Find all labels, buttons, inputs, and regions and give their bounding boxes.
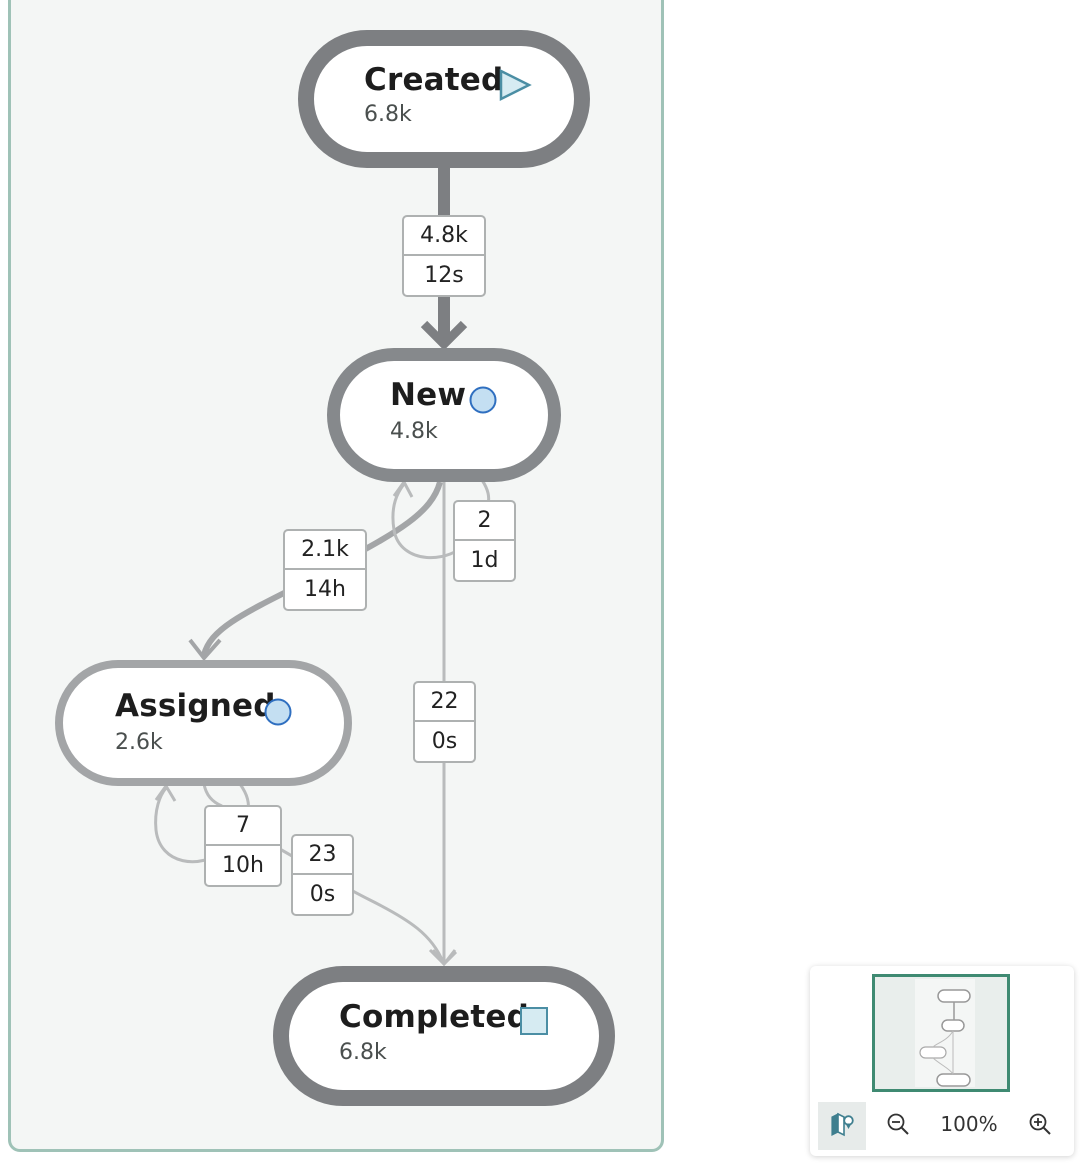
edge-assigned-self-loop-2 (202, 783, 223, 808)
minimap-viewport[interactable] (872, 974, 1010, 1092)
node-title: Completed (339, 999, 530, 1035)
node-count: 2.6k (115, 730, 163, 755)
edge-duration: 12s (424, 263, 464, 288)
node-title: Created (364, 62, 504, 98)
edge-label-assigned-completed[interactable]: 23 0s (291, 834, 354, 916)
edge-count: 22 (415, 683, 474, 722)
edge-new-assigned-arrowhead (188, 638, 222, 662)
edge-label-assigned-self-loop[interactable]: 7 10h (204, 805, 282, 887)
map-pin-icon (829, 1111, 855, 1141)
circle-icon (263, 697, 293, 731)
toggle-minimap-button[interactable] (818, 1102, 866, 1150)
zoom-in-button[interactable] (1016, 1102, 1064, 1150)
node-count: 4.8k (390, 419, 438, 444)
minimap-toolbar: 100% (810, 1100, 1074, 1152)
edge-duration: 10h (222, 853, 264, 878)
node-count: 6.8k (364, 102, 412, 127)
edge-duration: 14h (304, 577, 346, 602)
edge-label-created-new[interactable]: 4.8k 12s (402, 215, 486, 297)
node-count: 6.8k (339, 1040, 387, 1065)
zoom-level: 100% (940, 1112, 998, 1136)
node-title: Assigned (115, 688, 276, 724)
node-new[interactable]: New 4.8k (327, 348, 561, 482)
node-completed[interactable]: Completed 6.8k (273, 966, 615, 1106)
edge-count: 7 (206, 807, 280, 846)
node-title: New (390, 377, 467, 413)
edge-new-self-loop-arrowhead (392, 479, 414, 498)
edge-count: 2.1k (285, 531, 365, 570)
edge-count: 23 (293, 836, 352, 875)
node-assigned[interactable]: Assigned 2.6k (55, 660, 352, 786)
minimap-preview (915, 979, 975, 1087)
zoom-out-button[interactable] (874, 1102, 922, 1150)
end-square-icon (519, 1006, 549, 1040)
start-triangle-icon (498, 68, 532, 106)
zoom-in-icon (1027, 1111, 1053, 1141)
edge-assigned-self-loop-arrowhead (154, 783, 177, 802)
edge-count: 2 (455, 502, 514, 541)
node-created[interactable]: Created 6.8k (298, 30, 590, 168)
edge-duration: 0s (309, 882, 336, 907)
edge-duration: 0s (431, 729, 458, 754)
edge-count: 4.8k (404, 217, 484, 256)
edge-duration: 1d (470, 548, 499, 573)
zoom-out-icon (885, 1111, 911, 1141)
minimap-panel: 100% (810, 966, 1074, 1156)
edge-label-new-self-loop[interactable]: 2 1d (453, 500, 516, 582)
edge-label-new-completed[interactable]: 22 0s (413, 681, 476, 763)
edge-created-new-arrowhead (420, 320, 468, 351)
circle-icon (468, 385, 498, 419)
edge-label-new-assigned[interactable]: 2.1k 14h (283, 529, 367, 611)
edge-assigned-completed-arrowhead (428, 948, 458, 967)
